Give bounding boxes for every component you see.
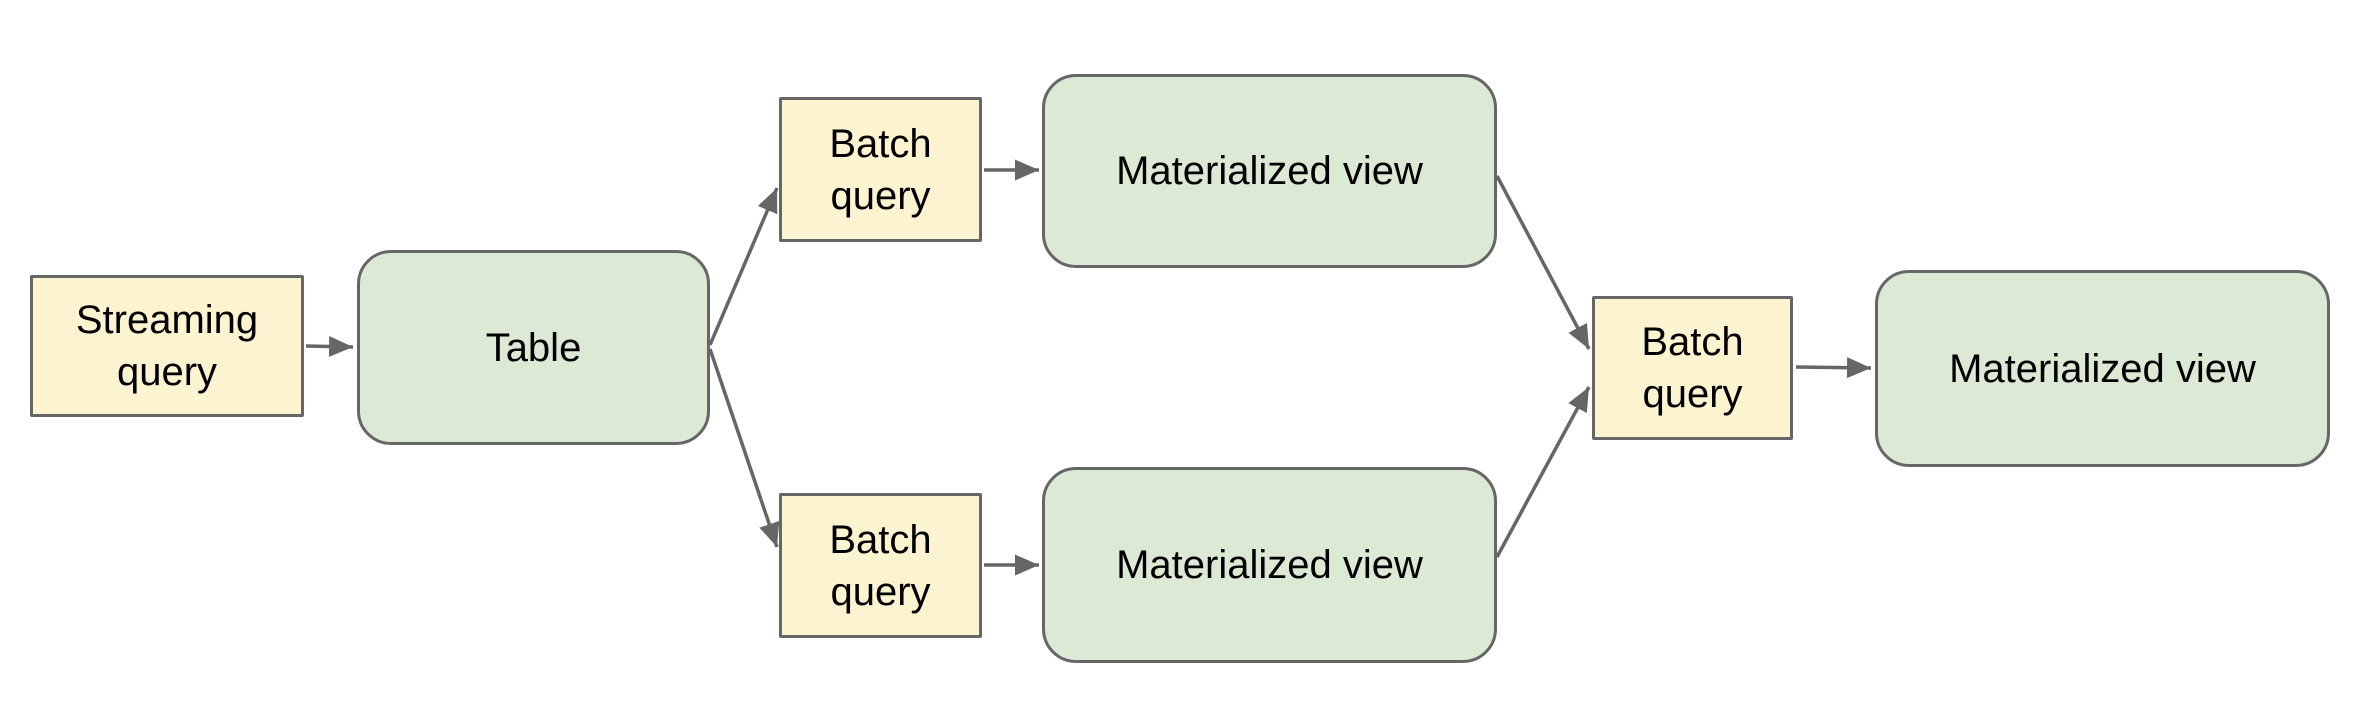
edge-batch-query-right-to-materialized-view-right — [1795, 357, 1872, 379]
edge-streaming-query-to-table — [305, 335, 354, 357]
node-batch-query-top-label: Batch query — [829, 121, 932, 218]
node-batch-query-bottom-label: Batch query — [829, 517, 932, 614]
node-materialized-view-top-label: Materialized view — [1116, 149, 1423, 193]
node-materialized-view-top: Materialized view — [1042, 74, 1497, 268]
node-materialized-view-bottom-label: Materialized view — [1116, 543, 1423, 587]
node-table-label: Table — [485, 325, 582, 370]
node-batch-query-top: Batch query — [779, 97, 982, 242]
node-streaming-query: Streaming query — [30, 275, 304, 417]
node-table: Table — [357, 250, 710, 445]
edge-table-to-batch-query-top — [708, 187, 779, 346]
edge-materialized-view-bottom-to-batch-query-right — [1495, 386, 1591, 558]
node-materialized-view-right: Materialized view — [1875, 270, 2330, 467]
edge-materialized-view-top-to-batch-query-right — [1495, 175, 1591, 350]
node-materialized-view-right-label: Materialized view — [1949, 346, 2256, 391]
node-batch-query-bottom: Batch query — [779, 493, 982, 638]
node-streaming-query-label: Streaming query — [75, 298, 259, 394]
node-batch-query-right-label: Batch query — [1641, 320, 1744, 416]
node-batch-query-right: Batch query — [1592, 296, 1793, 440]
node-materialized-view-bottom: Materialized view — [1042, 467, 1497, 663]
edge-table-to-batch-query-bottom — [708, 348, 780, 548]
